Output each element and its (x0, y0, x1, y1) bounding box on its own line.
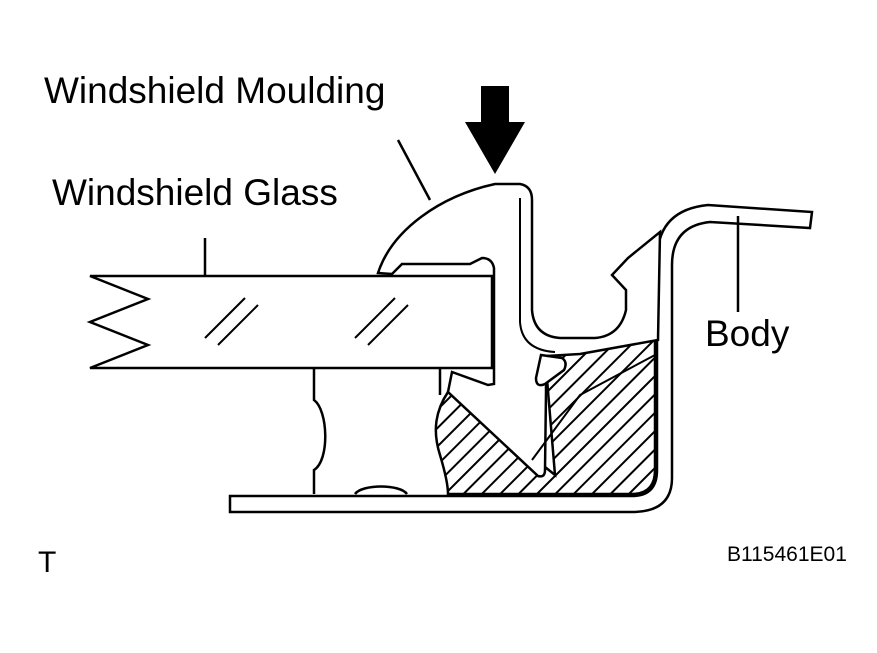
spacer-bump (353, 485, 409, 495)
moulding-inner-line (519, 198, 556, 353)
body-label: Body (705, 313, 790, 354)
windshield-moulding-label: Windshield Moulding (44, 70, 386, 111)
body-panel (228, 203, 814, 514)
press-direction-arrow-icon (465, 86, 525, 174)
windshield-moulding (376, 182, 662, 478)
view-marker: T (38, 546, 57, 579)
moulding-cavity (534, 353, 567, 387)
spacer-outline (312, 368, 442, 494)
windshield-glass (86, 274, 494, 370)
moulding-leader-line (396, 139, 432, 201)
adhesive-hatched-region (434, 333, 657, 496)
figure-code: B115461E01 (727, 543, 847, 566)
windshield-glass-label: Windshield Glass (52, 172, 338, 213)
moulding-lower-lip (531, 354, 656, 461)
